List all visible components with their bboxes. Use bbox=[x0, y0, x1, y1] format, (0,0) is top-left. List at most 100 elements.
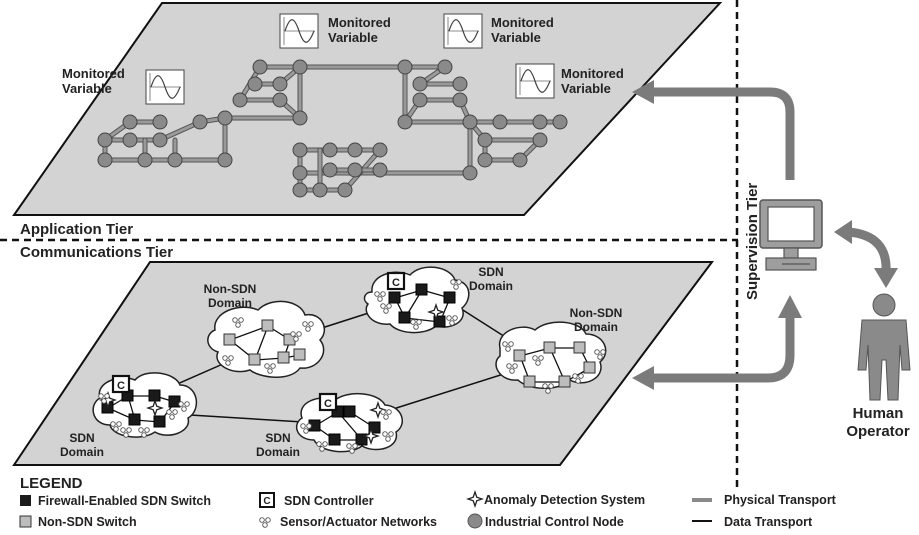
control-node-swatch bbox=[467, 513, 483, 529]
sdn-controller-top: C bbox=[386, 271, 406, 291]
monitored-label-line2: Variable bbox=[62, 81, 112, 96]
industrial-control-node bbox=[462, 165, 478, 181]
sdn-switches bbox=[101, 283, 456, 446]
industrial-control-node bbox=[252, 59, 268, 75]
industrial-control-node bbox=[217, 152, 233, 168]
operator-label-line2: Operator bbox=[846, 423, 910, 440]
sine-graph-icon bbox=[515, 63, 555, 99]
industrial-control-node bbox=[372, 162, 388, 178]
industrial-control-node bbox=[167, 152, 183, 168]
monitored-label-line2: Variable bbox=[491, 30, 541, 45]
svg-text:C: C bbox=[324, 398, 332, 410]
legend-control-node: Industrial Control Node bbox=[485, 515, 624, 529]
svg-text:Domain: Domain bbox=[574, 320, 618, 334]
industrial-control-node bbox=[292, 182, 308, 198]
industrial-control-node bbox=[532, 114, 548, 130]
non-sdn-switch-swatch bbox=[19, 515, 32, 528]
svg-text:C: C bbox=[263, 496, 270, 507]
industrial-control-node bbox=[347, 162, 363, 178]
svg-text:SDN: SDN bbox=[265, 431, 290, 445]
svg-text:Domain: Domain bbox=[256, 445, 300, 459]
arrow-to-application bbox=[650, 87, 795, 180]
industrial-control-node bbox=[347, 142, 363, 158]
svg-text:C: C bbox=[392, 277, 400, 289]
arrow-to-communications bbox=[650, 310, 795, 383]
sine-graph-icon bbox=[443, 13, 483, 49]
monitored-label-line1: Monitored bbox=[561, 66, 624, 81]
industrial-control-node bbox=[137, 152, 153, 168]
sensor-icon bbox=[259, 517, 271, 528]
industrial-control-node bbox=[292, 165, 308, 181]
monitored-variable-1: Monitored Variable bbox=[279, 13, 391, 49]
svg-text:SDN: SDN bbox=[478, 265, 503, 279]
industrial-control-node bbox=[122, 114, 138, 130]
industrial-control-node bbox=[512, 152, 528, 168]
industrial-control-node bbox=[292, 59, 308, 75]
industrial-control-node bbox=[412, 76, 428, 92]
industrial-control-node bbox=[122, 132, 138, 148]
legend-sdn-controller: SDN Controller bbox=[284, 494, 374, 508]
industrial-control-node bbox=[452, 76, 468, 92]
industrial-control-node bbox=[397, 59, 413, 75]
monitored-variable-3: Monitored Variable bbox=[62, 66, 185, 105]
industrial-control-node bbox=[397, 114, 413, 130]
legend-data-transport: Data Transport bbox=[724, 515, 813, 529]
industrial-control-node bbox=[437, 59, 453, 75]
non-sdn-domain-cloud-right bbox=[495, 321, 607, 389]
monitored-label-line1: Monitored bbox=[62, 66, 125, 81]
monitored-variable-4: Monitored Variable bbox=[515, 63, 624, 99]
supervision-tier-label: Supervision Tier bbox=[744, 183, 761, 300]
industrial-control-node bbox=[247, 76, 263, 92]
svg-text:Domain: Domain bbox=[208, 296, 252, 310]
monitored-label-line1: Monitored bbox=[491, 15, 554, 30]
control-network bbox=[97, 59, 568, 198]
industrial-control-node bbox=[292, 142, 308, 158]
arrow-operator-computer bbox=[847, 227, 891, 273]
physical-transport-arrows bbox=[650, 87, 891, 383]
industrial-control-node bbox=[552, 114, 568, 130]
sine-graph-icon bbox=[279, 13, 319, 49]
communications-tier-label: Communications Tier bbox=[20, 244, 173, 261]
svg-text:C: C bbox=[117, 380, 125, 392]
non-sdn-switches bbox=[223, 319, 596, 388]
industrial-control-node bbox=[152, 114, 168, 130]
svg-text:Domain: Domain bbox=[60, 445, 104, 459]
industrial-control-node bbox=[152, 132, 168, 148]
industrial-control-node bbox=[292, 110, 308, 126]
legend-sensor-networks: Sensor/Actuator Networks bbox=[280, 515, 437, 529]
industrial-control-node bbox=[492, 114, 508, 130]
legend-title: LEGEND bbox=[20, 475, 83, 492]
svg-text:Domain: Domain bbox=[469, 279, 513, 293]
monitored-label-line1: Monitored bbox=[328, 15, 391, 30]
sine-graph-icon bbox=[145, 69, 185, 105]
monitored-variable-2: Monitored Variable bbox=[443, 13, 554, 49]
legend-anomaly-detection: Anomaly Detection System bbox=[484, 493, 645, 507]
svg-text:SDN: SDN bbox=[69, 431, 94, 445]
industrial-control-node bbox=[97, 132, 113, 148]
industrial-control-node bbox=[312, 182, 328, 198]
industrial-control-node bbox=[412, 92, 428, 108]
legend-physical-transport: Physical Transport bbox=[724, 493, 837, 507]
human-operator-icon bbox=[857, 293, 911, 401]
sdn-controller-bottom: C bbox=[318, 392, 338, 412]
svg-text:Non-SDN: Non-SDN bbox=[570, 306, 623, 320]
firewall-switch-swatch bbox=[20, 495, 31, 506]
industrial-control-node bbox=[97, 152, 113, 168]
industrial-control-node bbox=[322, 142, 338, 158]
controller-swatch bbox=[259, 492, 275, 508]
sdn-controller-left: C bbox=[111, 374, 131, 394]
svg-text:Non-SDN: Non-SDN bbox=[204, 282, 257, 296]
domain-labels: Non-SDN Domain SDN Domain Non-SDN Domain… bbox=[60, 265, 622, 459]
industrial-control-node bbox=[452, 92, 468, 108]
industrial-control-node bbox=[322, 162, 338, 178]
legend: LEGEND Firewall-Enabled SDN Switch Non-S… bbox=[19, 475, 837, 529]
legend-firewall-switch: Firewall-Enabled SDN Switch bbox=[38, 494, 211, 508]
industrial-control-node bbox=[462, 114, 478, 130]
industrial-control-node bbox=[372, 142, 388, 158]
anomaly-star-icon bbox=[467, 491, 483, 507]
industrial-control-node bbox=[337, 182, 353, 198]
industrial-control-node bbox=[272, 76, 288, 92]
industrial-control-node bbox=[217, 110, 233, 126]
operator-label-line1: Human bbox=[853, 405, 904, 422]
